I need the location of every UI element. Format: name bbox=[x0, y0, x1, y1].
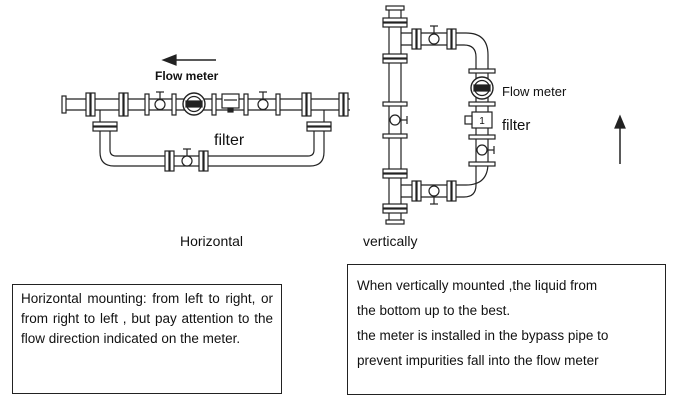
horizontal-caption: Horizontal bbox=[180, 233, 244, 249]
horizontal-note-text: Horizontal mounting: from left to right,… bbox=[21, 291, 273, 346]
valve-icon bbox=[257, 91, 269, 111]
vertical-installation: 1 bbox=[382, 5, 626, 225]
vertical-flow-meter-label: Flow meter bbox=[502, 84, 567, 99]
valve-icon bbox=[476, 144, 495, 156]
filter-mark: 1 bbox=[479, 116, 485, 127]
flow-direction-arrow-up bbox=[614, 114, 626, 164]
valve-icon bbox=[154, 91, 166, 111]
horizontal-installation bbox=[61, 54, 350, 172]
vertical-note-line: When vertically mounted ,the liquid from bbox=[357, 278, 598, 293]
horizontal-note-box: Horizontal mounting: from left to right,… bbox=[12, 284, 282, 394]
filter-icon: 1 bbox=[464, 111, 493, 129]
flow-direction-arrow-left bbox=[161, 54, 216, 66]
vertical-note-line: prevent impurities fall into the flow me… bbox=[357, 353, 599, 368]
vertical-note-box: When vertically mounted ,the liquid from… bbox=[347, 264, 666, 395]
horizontal-filter-label: filter bbox=[214, 132, 245, 149]
vertical-note-line: the meter is installed in the bypass pip… bbox=[357, 328, 609, 343]
filter-icon bbox=[221, 93, 240, 113]
valve-icon bbox=[181, 148, 193, 167]
vertical-caption: vertically bbox=[363, 233, 418, 249]
valve-icon bbox=[389, 114, 408, 126]
vertical-filter-label: filter bbox=[502, 117, 531, 134]
vertical-note-line: the bottom up to the best. bbox=[357, 303, 511, 318]
flow-meter-icon bbox=[182, 92, 206, 116]
horizontal-flow-meter-label: Flow meter bbox=[155, 69, 219, 83]
flow-meter-icon bbox=[470, 76, 494, 100]
valve-icon bbox=[428, 185, 440, 205]
valve-icon bbox=[428, 25, 440, 45]
